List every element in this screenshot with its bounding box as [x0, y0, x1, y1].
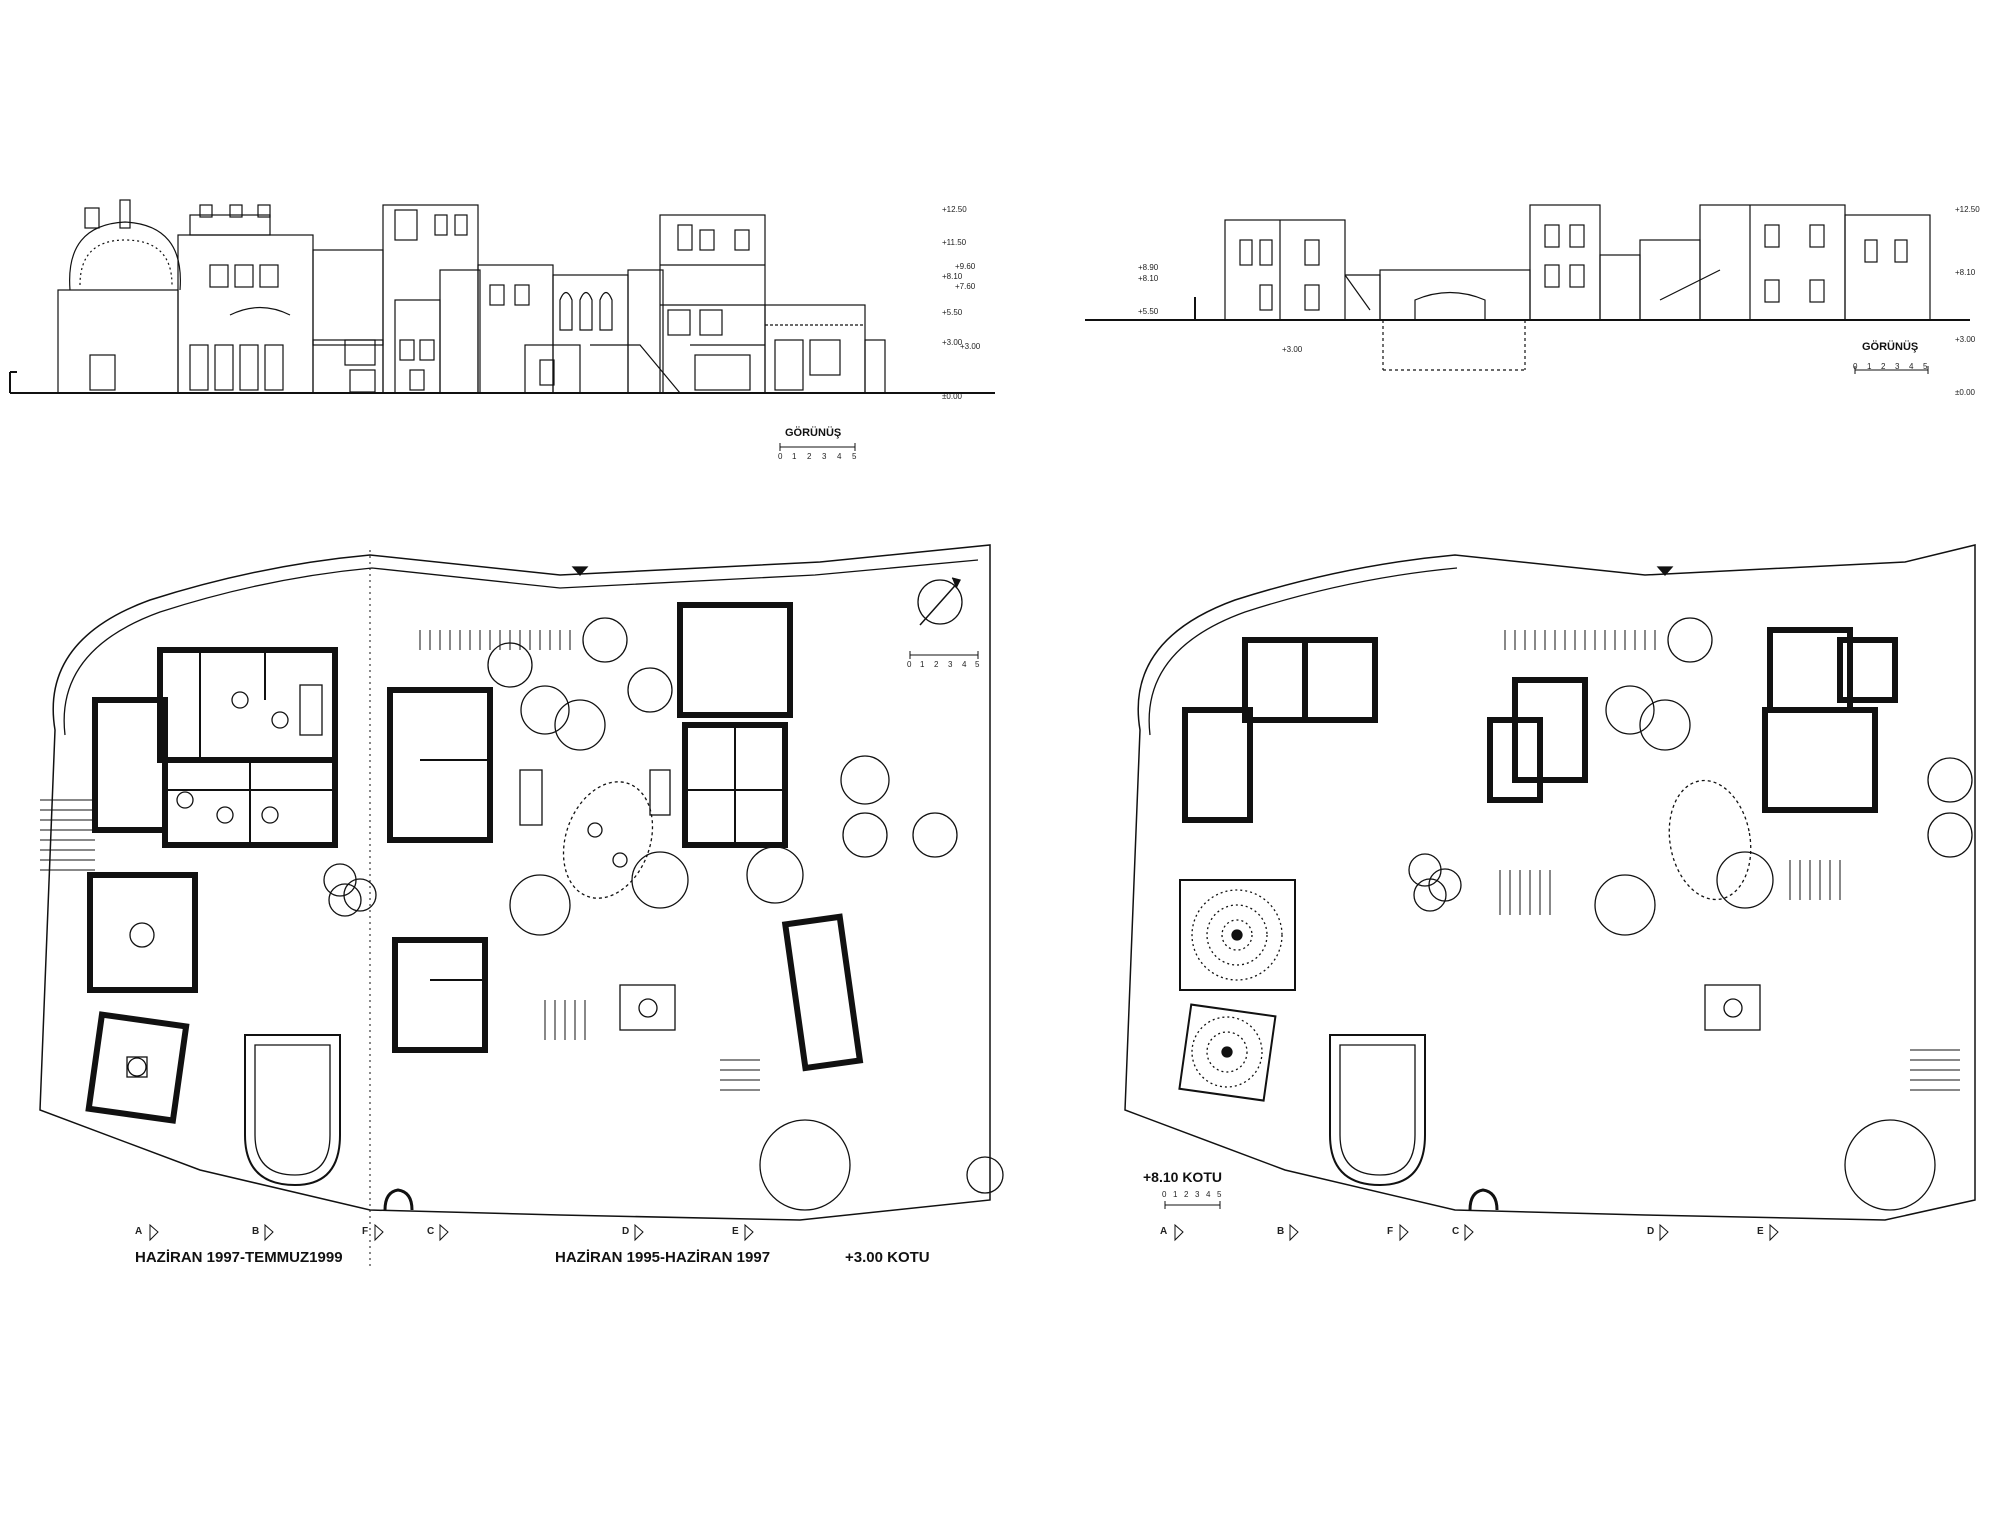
- scale-tick: 3: [948, 660, 953, 669]
- scale-tick: 2: [934, 660, 939, 669]
- elevation-right-drawing: [1085, 204, 1970, 371]
- level-mark: +3.00: [960, 342, 981, 351]
- elevation-right-scale-bar: [1854, 366, 1929, 374]
- level-mark: +12.50: [1955, 205, 1980, 214]
- grid-label: C: [427, 1226, 435, 1237]
- plan-left-level-label: +3.00 KOTU: [845, 1249, 930, 1266]
- grid-label: B: [1277, 1226, 1285, 1237]
- grid-label: E: [1757, 1226, 1764, 1237]
- level-mark: +5.50: [1138, 307, 1159, 316]
- scale-tick: 2: [1881, 362, 1886, 371]
- grid-label: F: [1387, 1226, 1394, 1237]
- scale-tick: 5: [852, 452, 857, 461]
- grid-label: D: [1647, 1226, 1655, 1237]
- level-mark: +8.10: [1955, 268, 1976, 277]
- elevation-left-title: GÖRÜNÜŞ: [785, 427, 842, 439]
- scale-tick: 4: [1909, 362, 1914, 371]
- grid-label: F: [362, 1226, 369, 1237]
- plan-left-drawing: [39, 544, 1004, 1270]
- level-mark: +3.00: [942, 338, 963, 347]
- scale-tick: 3: [822, 452, 827, 461]
- scale-tick: 0: [1162, 1190, 1167, 1199]
- level-mark: +11.50: [942, 238, 967, 247]
- scale-tick: 3: [1195, 1190, 1200, 1199]
- level-mark: +7.60: [955, 282, 976, 291]
- scale-tick: 5: [1217, 1190, 1222, 1199]
- scale-tick: 4: [1206, 1190, 1211, 1199]
- scale-tick: 1: [920, 660, 925, 669]
- grid-label: A: [135, 1226, 143, 1237]
- plan-right-level-label: +8.10 KOTU: [1143, 1169, 1222, 1185]
- scale-tick: 1: [792, 452, 797, 461]
- scale-tick: 0: [778, 452, 783, 461]
- scale-tick: 0: [907, 660, 912, 669]
- scale-tick: 3: [1895, 362, 1900, 371]
- scale-tick: 0: [1853, 362, 1858, 371]
- level-mark: ±0.00: [1955, 388, 1975, 397]
- level-mark: ±0.00: [942, 392, 962, 401]
- plan-right-grid-markers: [1174, 1223, 1779, 1242]
- scale-tick: 1: [1173, 1190, 1178, 1199]
- scale-tick: 5: [975, 660, 980, 669]
- level-mark: +8.10: [942, 272, 963, 281]
- level-mark: +9.60: [955, 262, 976, 271]
- plan-right-drawing: [1124, 544, 1976, 1221]
- plan-left-phase-a-label: HAZİRAN 1997-TEMMUZ1999: [135, 1249, 343, 1266]
- level-mark: +8.10: [1138, 274, 1159, 283]
- elevation-right-title: GÖRÜNÜŞ: [1862, 341, 1919, 353]
- scale-tick: 4: [837, 452, 842, 461]
- level-mark: +3.00: [1282, 345, 1303, 354]
- scale-tick: 4: [962, 660, 967, 669]
- scale-tick: 5: [1923, 362, 1928, 371]
- grid-label: A: [1160, 1226, 1168, 1237]
- level-mark: +5.50: [942, 308, 963, 317]
- level-mark: +8.90: [1138, 263, 1159, 272]
- grid-label: E: [732, 1226, 739, 1237]
- scale-tick: 2: [807, 452, 812, 461]
- level-mark: +12.50: [942, 205, 967, 214]
- plan-left-grid-markers: [149, 1223, 754, 1242]
- grid-label: B: [252, 1226, 260, 1237]
- grid-label: D: [622, 1226, 630, 1237]
- plan-left-phase-b-label: HAZİRAN 1995-HAZİRAN 1997: [555, 1249, 771, 1266]
- scale-tick: 2: [1184, 1190, 1189, 1199]
- level-mark: +3.00: [1955, 335, 1976, 344]
- elevation-left-drawing: [9, 199, 995, 394]
- elevation-left-scale-bar: [779, 443, 856, 451]
- scale-tick: 1: [1867, 362, 1872, 371]
- grid-label: C: [1452, 1226, 1460, 1237]
